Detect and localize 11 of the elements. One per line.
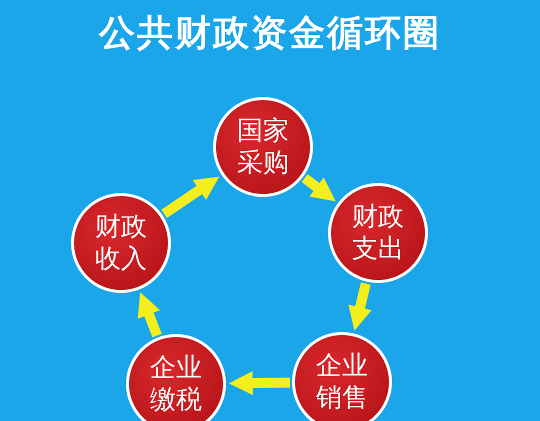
arrow xyxy=(161,176,220,218)
arrow xyxy=(228,371,290,396)
title: 公共财政资金循环圈 xyxy=(98,12,442,56)
arrow xyxy=(138,292,162,338)
node-label: 企业缴税 xyxy=(150,352,202,416)
node-label: 国家采购 xyxy=(237,115,289,179)
node-label: 企业销售 xyxy=(316,350,368,414)
arrow xyxy=(302,174,336,202)
node-label: 财政收入 xyxy=(95,211,147,275)
node-label: 财政支出 xyxy=(352,201,404,265)
arrow xyxy=(348,282,372,331)
